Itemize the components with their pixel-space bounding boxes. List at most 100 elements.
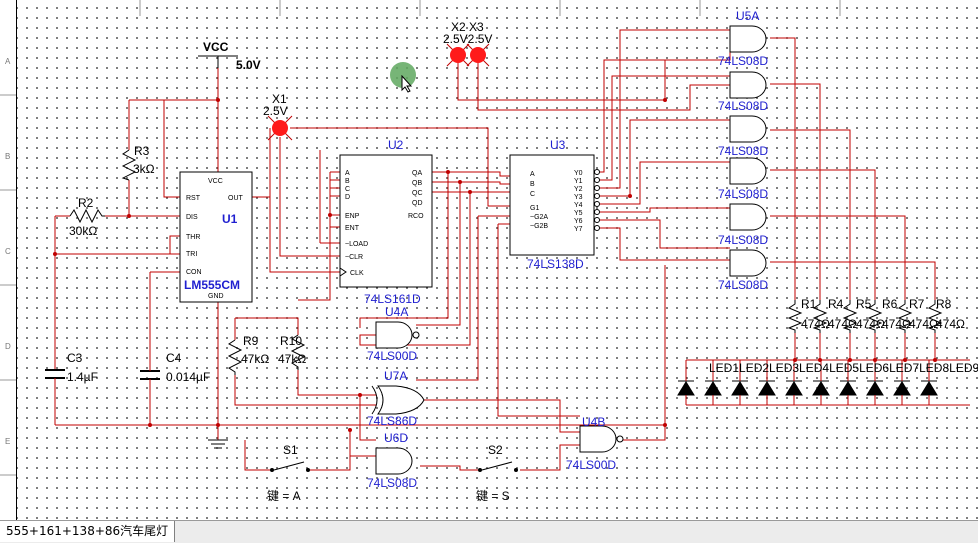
u2-pin-qc: QC [412,190,423,197]
u4b-nand-gate[interactable]: U4B 74LS00D [566,415,624,472]
u1-pin-vcc: VCC [208,178,223,185]
u1-pin-thr: THR [186,234,200,241]
resistor-r10[interactable]: R10 47kΩ [278,334,306,370]
u3-pin-c: C [530,191,535,198]
u7a-xor-gate[interactable]: U7A 74LS86D [367,369,425,428]
switch-s2[interactable]: S2 键 = S [476,443,518,503]
probe-x2-x3-voltage: 2.5V2.5V [443,32,492,46]
u4a-nand-gate[interactable]: U4A 74LS00D [367,305,420,363]
ground-icon [208,439,228,449]
u4a-part: 74LS00D [367,349,417,363]
capacitor-c4[interactable]: C4 0.014µF [140,351,210,385]
u3-part: 74LS138D [527,257,584,271]
u5a-ref: U5A [736,9,759,23]
u3-pin-y4: Y4 [574,202,583,209]
ruler-mark-b: B [5,152,11,161]
resistor-r2[interactable]: R2 30kΩ [69,196,105,238]
document-tab-bar: 555+161+138+86汽车尾灯 [0,520,978,543]
and-gate-part-1: 74LS08D [718,54,768,68]
res-val-6: 474Ω [936,317,965,331]
and-gate-part-3: 74LS08D [718,144,768,158]
u2-pin-rco: RCO [408,213,424,220]
u3-pin-y5: Y5 [574,210,583,217]
and-gate-part-2: 74LS08D [718,99,768,113]
u2-pin-clr: ~CLR [345,254,363,261]
led-labels: LED1LED2LED3LED4LED5LED6LED7LED8LED9LED [709,361,978,375]
r2-label: R2 [78,196,94,210]
junctions [53,98,937,432]
res-name-3: R5 [856,297,872,311]
u2-pin-enp: ENP [345,213,360,220]
u2-part: 74LS161D [364,292,421,306]
u2-pin-a: A [345,170,350,177]
vcc-label: VCC [203,40,229,54]
probe-x1-voltage: 2.5V [263,104,288,118]
probe-x1[interactable]: X1 2.5V [263,92,293,141]
res-val-2: 474Ω [828,317,857,331]
u2-pin-clk: CLK [350,270,364,277]
selection-marker-icon [390,62,416,88]
u2-pin-b: B [345,178,350,185]
u4a-ref: U4A [385,305,408,319]
c4-value: 0.014µF [166,370,210,384]
and-gate-part-4: 74LS08D [718,187,768,201]
u3-pin-b: B [530,181,535,188]
ruler-mark-d: D [5,342,11,351]
s2-key: 键 = S [476,489,510,503]
s1-label: S1 [283,443,298,457]
u2-74ls161[interactable]: U2 74LS161D A B C D ENP ENT ~LOAD ~CLR C… [339,138,433,306]
c3-value: 1.4µF [67,370,98,384]
res-val-3: 474Ω [856,317,885,331]
u3-ref: U3 [550,138,566,152]
r3-value: 3kΩ [133,162,155,176]
u2-pin-ent: ENT [345,225,360,232]
output-resistors[interactable]: R1 R4 R5 R6 R7 R8 474Ω 474Ω 474Ω 474Ω 47… [787,297,965,333]
resistor-r9[interactable]: R9 47kΩ [227,334,269,375]
c3-label: C3 [67,351,83,365]
res-val-1: 474Ω [801,317,830,331]
r10-value: 47kΩ [278,352,306,366]
u1-lm555[interactable]: U1 LM555CM VCC RST OUT DIS THR TRI CON G… [179,171,253,303]
u3-pin-g2a: ~G2A [530,214,548,221]
u1-ref: U1 [222,212,238,226]
u1-pin-dis: DIS [186,214,198,221]
u6d-and-gate[interactable]: U6D 74LS08D [367,431,417,490]
r9-value: 47kΩ [241,352,269,366]
probe-x1-label: X1 [272,92,287,106]
u3-pin-y6: Y6 [574,218,583,225]
res-name-6: R8 [936,297,952,311]
tab-circuit-file[interactable]: 555+161+138+86汽车尾灯 [0,521,176,542]
ruler-mark-e: E [5,437,11,446]
resistor-r3[interactable]: R3 3kΩ [121,144,155,181]
u3-pin-y0: Y0 [574,170,583,177]
u3-pin-y7: Y7 [574,226,583,233]
u7a-ref: U7A [384,369,407,383]
capacitor-c3[interactable]: C3 1.4µF [45,351,98,385]
r9-label: R9 [243,334,259,348]
switch-s1[interactable]: S1 键 = A [267,443,310,503]
c4-label: C4 [166,351,182,365]
res-val-4: 474Ω [882,317,911,331]
u2-pin-qb: QB [412,180,422,187]
u1-pin-rst: RST [186,195,201,202]
res-name-2: R4 [828,297,844,311]
and-gate-column[interactable]: U5A 74LS08D 74LS08D 74LS08D 74LS08D 74LS… [718,9,768,292]
res-name-5: R7 [909,297,925,311]
u2-pin-d: D [345,194,350,201]
led-row[interactable]: LED1LED2LED3LED4LED5LED6LED7LED8LED9LED [677,360,978,405]
res-val-5: 474Ω [909,317,938,331]
u1-pin-out: OUT [228,195,244,202]
u2-pin-c: C [345,186,350,193]
u7a-part: 74LS86D [367,414,417,428]
u6d-ref: U6D [384,431,408,445]
u3-74ls138[interactable]: U3 74LS138D A B C G1 ~G2A ~G2B Y0 Y1 Y2 … [509,138,600,271]
u4b-ref: U4B [582,415,605,429]
probe-x2-x3[interactable]: X2 X3 2.5V2.5V [443,20,492,67]
schematic-canvas[interactable]: A B C D E [0,0,978,520]
circuit-svg[interactable]: VCC 5.0V X1 2.5V X2 X3 2.5V2.5V U1 LM555… [0,0,978,520]
u1-pin-tri: TRI [186,251,197,258]
res-name-1: R1 [801,297,817,311]
ruler-mark-a: A [5,57,11,66]
u1-pin-con: CON [186,269,202,276]
u4b-part: 74LS00D [566,458,616,472]
